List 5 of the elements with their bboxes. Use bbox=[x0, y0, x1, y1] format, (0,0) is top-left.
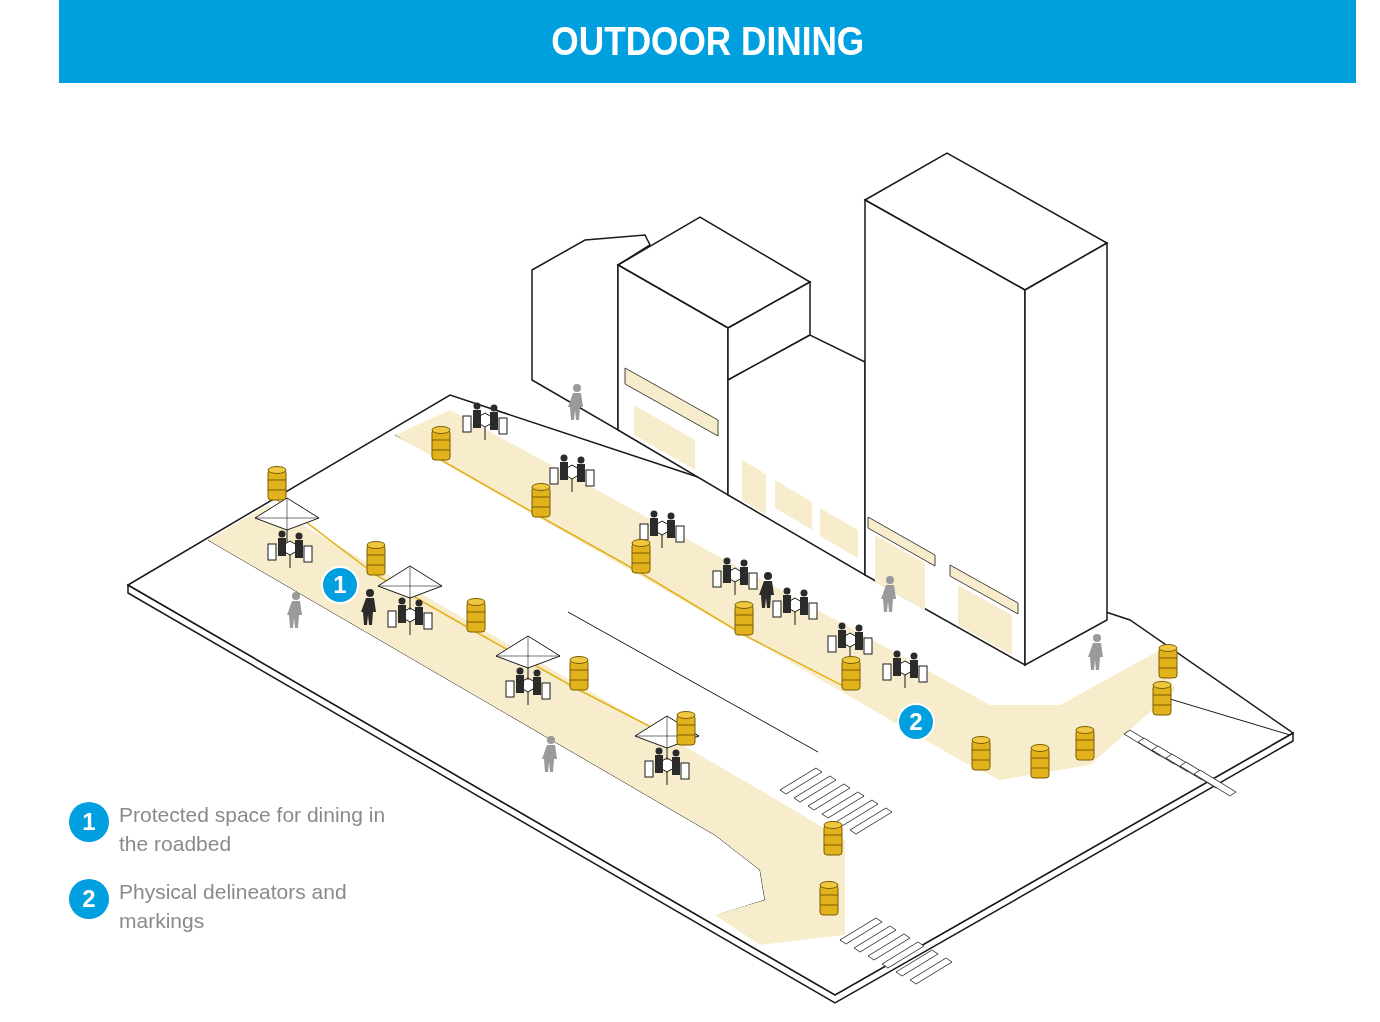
callout-number: 2 bbox=[69, 879, 109, 919]
legend-text: Protected space for dining in the roadbed bbox=[119, 802, 387, 857]
legend-text: Physical delineators and markings bbox=[119, 879, 348, 934]
title: OUTDOOR DINING bbox=[551, 19, 864, 64]
callout-number: 1 bbox=[69, 802, 109, 842]
